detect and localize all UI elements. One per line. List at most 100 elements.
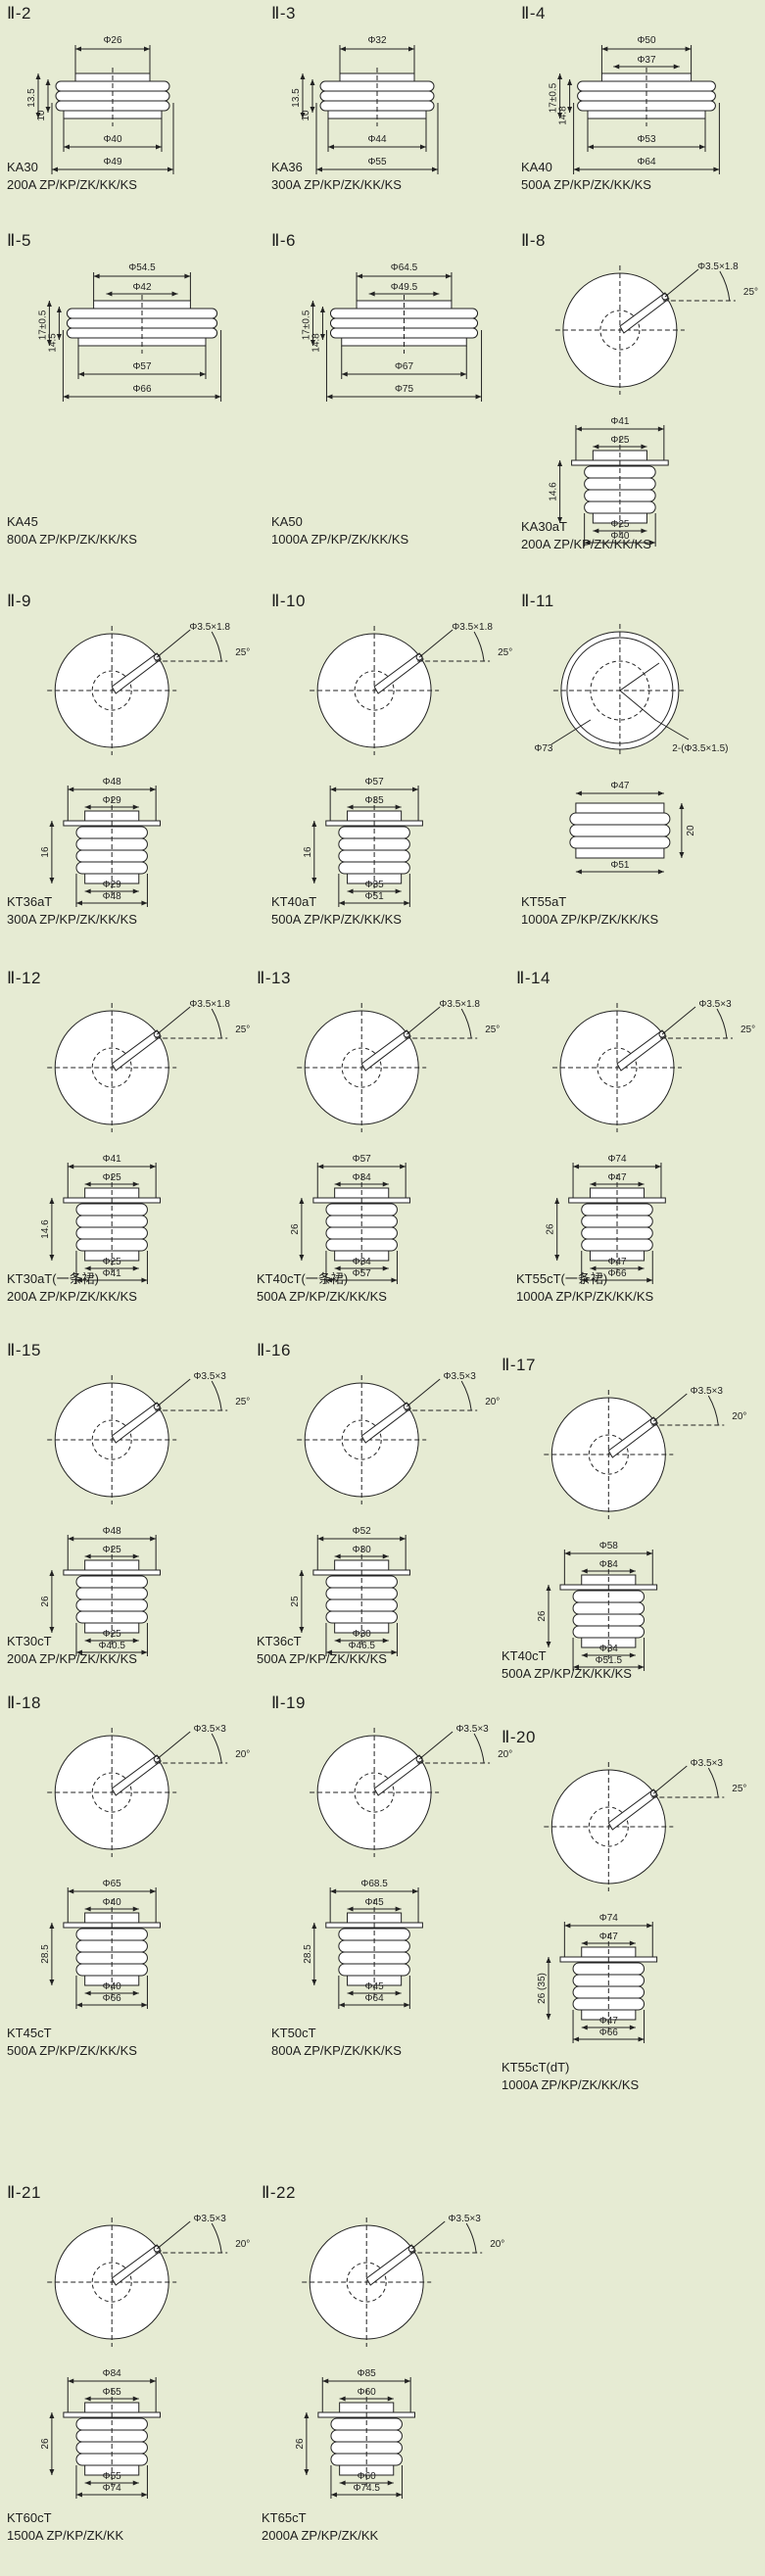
dim-outer-label: Φ55: [367, 157, 387, 167]
dim-d4-label: Φ66: [103, 1993, 122, 2004]
diagram-title: Ⅱ-21: [7, 2183, 41, 2202]
top-view-inner: [588, 1434, 629, 1475]
angle-arc: [707, 1395, 719, 1426]
dim-angle-label: 20°: [732, 1411, 746, 1422]
leader-hole: [156, 1006, 191, 1035]
model-label: KT50cT: [271, 2026, 316, 2040]
angle-arc: [473, 1733, 485, 1764]
dim-d2-line-arrows: [84, 804, 139, 810]
dim-d3-line-arrows: [334, 1638, 389, 1644]
dim-d4-label: Φ41: [103, 1268, 122, 1279]
gate-hole: [153, 1403, 161, 1410]
spec-label: 300A ZP/KP/ZK/KK/KS: [271, 177, 402, 192]
ceramic-shed: [569, 812, 671, 826]
spec-label: 200A ZP/KP/ZK/KK/KS: [521, 537, 651, 551]
dim-d1-label: Φ48: [103, 777, 122, 787]
ceramic-shed: [569, 835, 671, 849]
dim-d3-label: Φ45: [365, 1981, 385, 1992]
diagram-title: Ⅱ-8: [521, 231, 546, 250]
dim-d1-label: Φ41: [103, 1154, 122, 1165]
diagram-title: Ⅱ-15: [7, 1341, 41, 1360]
diagram-title: Ⅱ-2: [7, 4, 31, 23]
dim-top2-label: Φ42: [132, 282, 152, 293]
dim-d3-line-arrows: [581, 1652, 636, 1658]
top-view-inner: [91, 1419, 132, 1460]
model-label: KT55cT(dT): [502, 2060, 570, 2075]
gate-lead: [607, 1416, 658, 1458]
dim-angle-label: 25°: [743, 287, 758, 298]
dim-d2-line-arrows: [347, 804, 402, 810]
gate-lead: [111, 2244, 162, 2286]
dim-h-label: 26: [546, 1223, 556, 1235]
dim-d3-label: Φ34: [353, 1257, 372, 1267]
diagram-title: Ⅱ-5: [7, 231, 31, 250]
dim-d1-label: Φ74: [599, 1913, 619, 1924]
dim-h2-label: 14.5: [47, 333, 58, 353]
bottom-electrode: [575, 847, 665, 859]
dim-angle-label: 25°: [485, 1025, 500, 1035]
dim-d4-label: Φ57: [353, 1268, 372, 1279]
dim-d3-label: Φ47: [607, 1257, 627, 1267]
leader-hole: [406, 1006, 441, 1035]
dim-d4-label: Φ40.5: [98, 1641, 125, 1651]
model-label: KT30aT(一条裙): [7, 1271, 99, 1286]
leader-hole: [418, 1731, 454, 1760]
dim-d2-line-arrows: [347, 1906, 402, 1912]
dim-d3-line-arrows: [347, 1990, 402, 1996]
dim-d4-label: Φ51: [610, 860, 630, 871]
dim-d1-label: Φ57: [365, 777, 385, 787]
dim-d4-label: Φ66: [599, 2027, 619, 2038]
dim-h-line-arrows: [679, 803, 685, 858]
gate-lead: [607, 1789, 658, 1831]
dim-h-label: 16: [40, 846, 51, 858]
angle-arc: [719, 270, 731, 302]
angle-arc: [211, 631, 222, 662]
dim-d1-label: Φ52: [353, 1526, 372, 1537]
dim-d3-line-arrows: [84, 1638, 139, 1644]
gate-hole: [415, 1755, 423, 1763]
dim-d4-label: Φ48: [103, 891, 122, 902]
dim-d4-label: Φ51.5: [596, 1655, 623, 1666]
dim-outer-label: Φ49: [103, 157, 122, 167]
top-view-inner: [599, 310, 641, 351]
dim-hole-label: Φ3.5×3: [194, 1371, 227, 1382]
top-view-inner: [91, 1772, 132, 1813]
dim-top2-label: Φ37: [637, 55, 656, 66]
dim-hole-label: Φ3.5×3: [691, 1758, 724, 1769]
dim-h1-label: 13.5: [26, 88, 37, 108]
model-label: KT40aT: [271, 894, 317, 909]
dim-bottom-label: Φ53: [637, 134, 656, 145]
dim-d4-label: Φ40: [610, 531, 630, 542]
dim-outer-label: Φ64: [637, 157, 656, 167]
angle-arc: [716, 1008, 728, 1039]
model-label: KT40cT(一条裙): [257, 1271, 349, 1286]
dim-top-label: Φ26: [103, 35, 122, 46]
spec-label: 500A ZP/KP/ZK/KK/KS: [7, 2043, 137, 2058]
diagram-title: Ⅱ-19: [271, 1693, 306, 1712]
gate-hole: [407, 2245, 415, 2253]
angle-arc: [465, 2222, 477, 2254]
dim-bottom-label: Φ44: [367, 134, 387, 145]
dim-h-label: 16: [303, 846, 313, 858]
dim-d1-label: Φ74: [607, 1154, 627, 1165]
spec-label: 200A ZP/KP/ZK/KK/KS: [7, 1651, 137, 1666]
spec-label: 1000A ZP/KP/ZK/KK/KS: [516, 1289, 654, 1304]
dim-d3-label: Φ47: [599, 2016, 619, 2027]
leader-hole: [418, 629, 454, 658]
diagram-title: Ⅱ-4: [521, 4, 546, 23]
dim-angle-label: 20°: [485, 1397, 500, 1407]
